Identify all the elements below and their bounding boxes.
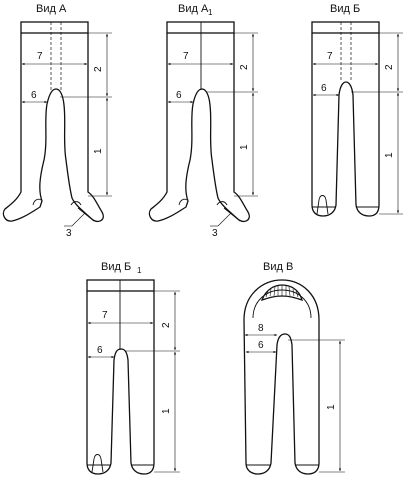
view-a-dim-1: 1 <box>93 148 104 154</box>
view-a1-dim-1: 1 <box>239 144 250 150</box>
view-a-dim-2: 2 <box>93 66 104 72</box>
view-b1-title: Вид Б <box>101 261 131 273</box>
view-a-toe-line <box>77 207 95 222</box>
view-v-rib-lines <box>265 285 299 298</box>
view-v-outline <box>243 279 320 475</box>
view-b1-dim-6: 6 <box>97 345 103 356</box>
view-b-title: Вид Б <box>330 3 360 15</box>
view-a-dim-6: 6 <box>31 90 37 101</box>
view-b1-waistband <box>86 279 155 292</box>
view-b-label-tag <box>316 195 329 215</box>
view-v: Вид В 8 6 1 <box>243 261 345 475</box>
view-b1-label-tag <box>91 454 104 473</box>
view-v-dim-8: 8 <box>258 323 264 334</box>
view-a-outline <box>2 33 104 223</box>
view-b1: Вид Б 1 2 1 7 6 <box>86 261 180 475</box>
view-v-title: Вид В <box>263 261 293 273</box>
view-b-outline <box>311 33 380 217</box>
view-a1-dim-2: 2 <box>239 64 250 70</box>
view-a1-leader-3 <box>217 212 232 227</box>
view-v-rib-collar <box>260 284 303 302</box>
view-a-heel-left <box>32 198 42 206</box>
view-a1-heel-right <box>216 201 228 206</box>
view-a-dim-3: 3 <box>66 228 72 239</box>
view-b1-dim-7: 7 <box>102 310 108 321</box>
view-b1-outline <box>86 291 155 475</box>
view-a1: Вид А 1 2 1 7 6 3 <box>148 3 258 239</box>
view-a-waistband <box>20 21 89 34</box>
view-a1-title: Вид А <box>178 3 209 15</box>
view-b1-subscript: 1 <box>137 266 142 275</box>
view-a: Вид А 2 1 7 6 3 <box>2 3 112 239</box>
view-a1-dim-6: 6 <box>176 90 182 101</box>
view-v-dim-1: 1 <box>326 404 337 410</box>
view-v-dim-6: 6 <box>258 340 264 351</box>
view-a-heel-right <box>70 201 82 206</box>
view-a-leader-3 <box>71 212 86 227</box>
view-b-waistband <box>311 21 380 34</box>
view-a1-dim-7: 7 <box>183 51 189 62</box>
view-a1-toe-line <box>223 207 241 222</box>
view-a1-outline <box>148 33 250 223</box>
view-a-title: Вид А <box>36 3 67 15</box>
view-b1-dim-1: 1 <box>161 408 172 414</box>
view-b-dim-1: 1 <box>384 152 395 158</box>
view-a1-heel-left <box>178 198 188 206</box>
view-b: Вид Б 2 1 7 6 <box>311 3 403 217</box>
view-a1-waistband <box>166 21 235 34</box>
view-b-dim-7: 7 <box>327 51 333 62</box>
view-b1-dim-2: 2 <box>161 322 172 328</box>
view-a-dim-7: 7 <box>37 51 43 62</box>
view-a1-subscript: 1 <box>208 8 213 17</box>
view-b-dim-6: 6 <box>321 83 327 94</box>
view-a1-dim-3: 3 <box>212 228 218 239</box>
view-b-dim-2: 2 <box>384 64 395 70</box>
